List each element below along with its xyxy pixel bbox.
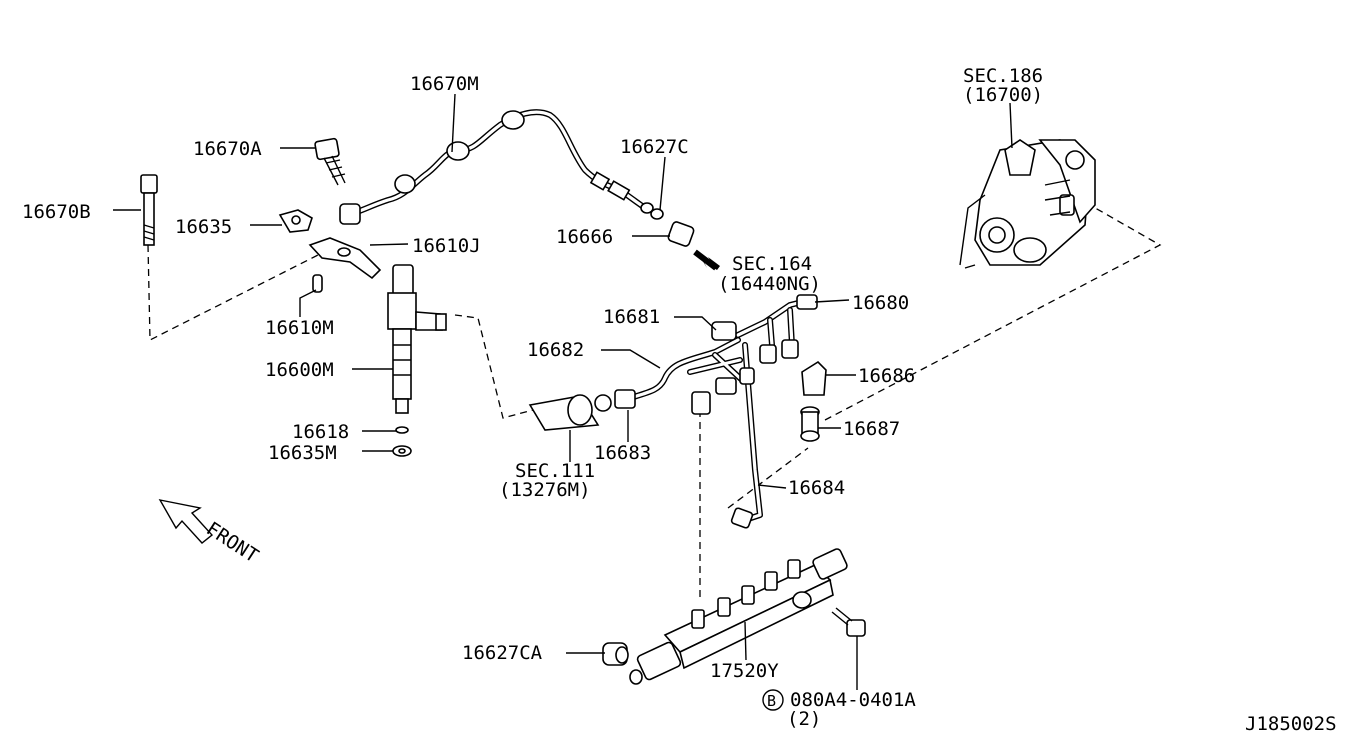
label-16684: 16684 xyxy=(788,477,845,499)
label-16635M: 16635M xyxy=(268,442,337,464)
label-sec164: SEC.164 xyxy=(732,253,812,275)
label-bolt-code: 080A4-0401A xyxy=(790,689,916,711)
label-sec186: SEC.186 xyxy=(963,65,1043,87)
clamp-16635 xyxy=(278,209,313,233)
clip-16627C xyxy=(640,202,664,220)
bolt-circle-icon xyxy=(762,689,784,711)
nipple-16666 xyxy=(667,221,695,247)
common-rail-17520Y xyxy=(629,548,848,685)
label-16666: 16666 xyxy=(556,226,613,248)
label-16670M: 16670M xyxy=(410,73,479,95)
bolt-16670B xyxy=(140,174,158,246)
stud-16610M xyxy=(312,274,323,293)
hose-joint xyxy=(339,203,361,225)
label-bolt-qty: (2) xyxy=(787,708,821,730)
front-arrow-icon xyxy=(158,499,214,544)
sensor-16627CA xyxy=(602,642,629,666)
label-16680: 16680 xyxy=(852,292,909,314)
sec164-arrow xyxy=(693,249,720,271)
nut-16683 xyxy=(614,389,636,409)
label-16610M: 16610M xyxy=(265,317,334,339)
label-16627CA: 16627CA xyxy=(462,642,543,664)
label-16600M: 16600M xyxy=(265,359,334,381)
fuel-pump-sec186 xyxy=(959,139,1096,269)
clamp-plate-16610J xyxy=(308,237,382,280)
label-sec186-sub: (16700) xyxy=(963,84,1043,106)
label-16687: 16687 xyxy=(843,418,900,440)
seal-ring-16618 xyxy=(395,426,409,434)
label-bolt-circle: B xyxy=(767,692,776,710)
banjo-bolt-16670A xyxy=(314,137,346,186)
injector-16600M xyxy=(387,264,447,414)
return-hose-16670M xyxy=(344,109,648,218)
label-17520Y: 17520Y xyxy=(710,660,779,682)
bolt-080A4 xyxy=(831,607,866,637)
label-16682: 16682 xyxy=(527,339,584,361)
label-16681: 16681 xyxy=(603,306,660,328)
label-16683: 16683 xyxy=(594,442,651,464)
grommet-16687 xyxy=(800,406,820,442)
fuel-filter-sec111 xyxy=(528,394,612,431)
fuel-tube-assembly xyxy=(627,294,818,529)
label-16670B: 16670B xyxy=(22,201,91,223)
label-sec111: SEC.111 xyxy=(515,460,595,482)
leader-lines xyxy=(113,93,1013,690)
clip-16686 xyxy=(801,360,827,396)
label-16618: 16618 xyxy=(292,421,349,443)
labels: 16670M 16670A 16670B 16635 16610J 16610M… xyxy=(22,65,1337,735)
label-16635: 16635 xyxy=(175,216,232,238)
label-16610J: 16610J xyxy=(412,235,481,257)
label-sec111-sub: (13276M) xyxy=(499,479,591,501)
diagram-id: J185002S xyxy=(1245,713,1337,735)
label-16627C: 16627C xyxy=(620,136,689,158)
washer-16635M xyxy=(392,445,412,457)
label-front: FRONT xyxy=(202,518,262,568)
dashed-guides xyxy=(147,204,1162,600)
label-sec164-sub: (16440NG) xyxy=(718,273,821,295)
label-16670A: 16670A xyxy=(193,138,262,160)
label-16686: 16686 xyxy=(858,365,915,387)
